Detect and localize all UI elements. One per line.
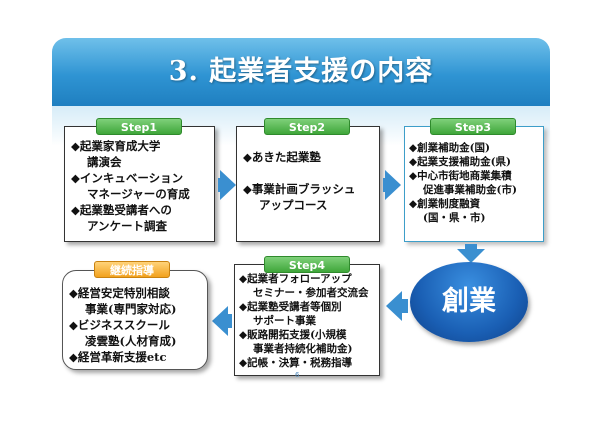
page-number: 6: [295, 371, 300, 379]
step3-item: ◆中心市街地商業集積: [409, 170, 512, 182]
step3-item: ◆起業支援補助金(県): [409, 156, 512, 168]
step1-item: ◆インキュベーション: [71, 171, 184, 185]
founding-circle: 創業: [410, 262, 528, 342]
slide-title: 3. 起業者支援の内容: [168, 56, 434, 87]
step4-label: Step4: [264, 256, 350, 273]
continuing-label: 継続指導: [94, 261, 170, 278]
continuing-item: 事業(専門家対応): [85, 302, 177, 316]
continuing-item: 凌雲塾(人材育成): [85, 334, 177, 348]
arrow-down-icon: [457, 249, 485, 263]
arrow-left-icon: [226, 314, 232, 328]
step4-item: ◆記帳・決算・税務指導: [239, 357, 353, 369]
step4-item: ◆起業者フォローアップ: [239, 273, 352, 285]
step3-item: (国・県・市): [423, 212, 486, 224]
step2-item: アップコース: [259, 198, 328, 212]
arrow-left-icon: [386, 291, 402, 321]
arrow-down-icon: [465, 244, 477, 250]
step2-label: Step2: [264, 118, 350, 135]
continuing-box: ◆経営安定特別相談 事業(専門家対応) ◆ビジネススクール 凌雲塾(人材育成) …: [62, 270, 208, 370]
step3-item: ◆創業制度融資: [409, 198, 481, 210]
step1-label: Step1: [96, 118, 182, 135]
step2-item: ◆あきた起業塾: [243, 150, 321, 164]
step3-box: ◆創業補助金(国) ◆起業支援補助金(県) ◆中心市街地商業集積 促進事業補助金…: [404, 126, 544, 242]
step1-item: アンケート調査: [87, 219, 168, 233]
arrow-left-icon: [400, 299, 408, 313]
step3-item: 促進事業補助金(市): [423, 184, 517, 196]
continuing-item: ◆経営安定特別相談: [69, 286, 170, 300]
step3-item: ◆創業補助金(国): [409, 142, 491, 154]
step3-label: Step3: [430, 118, 516, 135]
continuing-item: ◆ビジネススクール: [69, 318, 170, 332]
step4-item: ◆起業塾受講者等個別: [239, 301, 342, 313]
step2-box: ◆あきた起業塾 ◆事業計画ブラッシュ アップコース: [236, 126, 380, 242]
step1-item: ◆起業家育成大学: [71, 139, 161, 153]
arrow-left-icon: [212, 306, 228, 336]
step4-item: ◆販路開拓支援(小規模: [239, 329, 347, 341]
step4-box: ◆起業者フォローアップ セミナー・参加者交流会 ◆起業塾受講者等個別 サポート事…: [234, 264, 380, 376]
arrow-right-icon: [385, 170, 401, 200]
arrow-right-icon: [220, 170, 236, 200]
step1-item: マネージャーの育成: [87, 187, 190, 201]
step4-item: 事業者持続化補助金): [253, 343, 353, 355]
step4-item: サポート事業: [253, 315, 316, 327]
continuing-item: ◆経営革新支援etc: [69, 350, 167, 364]
title-banner: [52, 38, 550, 106]
step1-item: 講演会: [87, 155, 122, 169]
step2-item: [243, 165, 355, 181]
step1-box: ◆起業家育成大学 講演会 ◆インキュベーション マネージャーの育成 ◆起業塾受講…: [64, 126, 215, 242]
step1-item: ◆起業塾受講者への: [71, 203, 172, 217]
step4-item: セミナー・参加者交流会: [253, 287, 369, 299]
step2-item: ◆事業計画ブラッシュ: [243, 182, 356, 196]
